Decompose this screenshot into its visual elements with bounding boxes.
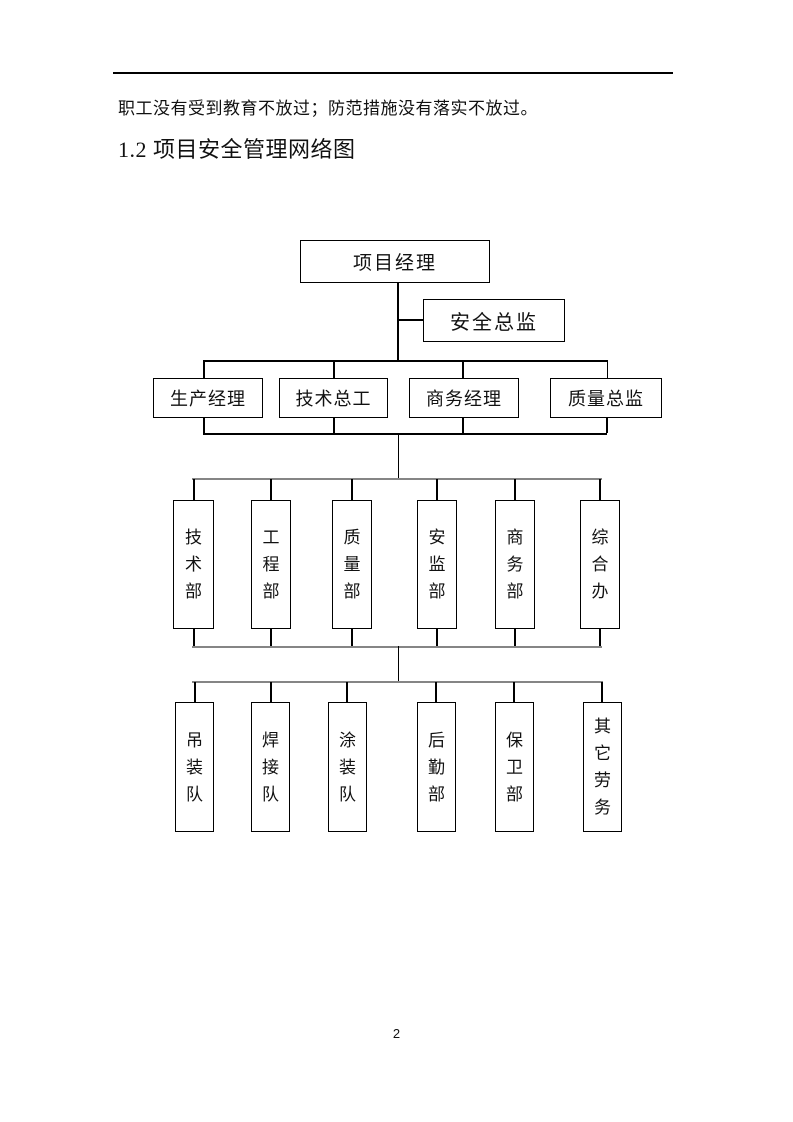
org-box-label: 综合办 xyxy=(591,528,609,601)
connector-line xyxy=(351,629,353,647)
connector-line xyxy=(606,418,608,433)
org-box-label: 涂装队 xyxy=(339,730,356,804)
connector-line xyxy=(514,479,516,500)
connector-line xyxy=(203,360,205,378)
connector-line xyxy=(270,629,272,647)
org-box-quality-dept: 质量部 xyxy=(332,500,372,629)
connector-line xyxy=(436,479,438,500)
connector-line xyxy=(599,479,601,500)
connector-line xyxy=(203,418,205,433)
connector-line xyxy=(436,629,438,647)
connector-line xyxy=(192,646,602,648)
connector-line xyxy=(397,283,399,361)
section-heading: 1.2 项目安全管理网络图 xyxy=(118,137,356,162)
org-box-commerce-dept: 商务部 xyxy=(495,500,535,629)
connector-line xyxy=(333,360,335,378)
connector-line xyxy=(514,629,516,647)
org-box-label: 项目经理 xyxy=(352,253,437,274)
org-box-label: 后勤部 xyxy=(428,730,445,804)
connector-line xyxy=(193,479,195,500)
org-box-label: 安全总监 xyxy=(450,312,538,334)
org-box-label: 商务经理 xyxy=(426,389,502,409)
connector-line xyxy=(398,319,423,321)
org-box-technology-dept: 技术部 xyxy=(173,500,214,629)
org-box-label: 质量部 xyxy=(343,528,361,601)
org-box-project-manager: 项目经理 xyxy=(300,240,490,283)
org-box-label: 商务部 xyxy=(506,528,524,601)
org-box-welding-team: 焊接队 xyxy=(251,702,290,832)
connector-line xyxy=(351,479,353,500)
page-number: 2 xyxy=(392,1026,401,1041)
connector-line xyxy=(193,629,195,647)
org-box-rigging-team: 吊装队 xyxy=(175,702,214,832)
org-box-security-dept: 保卫部 xyxy=(495,702,534,832)
org-box-other-labor: 其它劳务 xyxy=(583,702,622,832)
org-box-label: 技术部 xyxy=(185,528,202,601)
connector-line xyxy=(270,479,272,500)
connector-line xyxy=(397,433,399,479)
org-box-engineering-dept: 工程部 xyxy=(251,500,291,629)
connector-line xyxy=(203,433,607,435)
org-box-commercial-manager: 商务经理 xyxy=(409,378,519,418)
org-box-label: 焊接队 xyxy=(262,730,279,804)
org-box-label: 吊装队 xyxy=(186,730,203,804)
org-box-label: 质量总监 xyxy=(568,389,644,409)
org-box-painting-team: 涂装队 xyxy=(328,702,367,832)
connector-line xyxy=(333,418,335,433)
connector-line xyxy=(194,682,196,702)
org-box-safety-director: 安全总监 xyxy=(423,299,565,342)
org-box-logistics-dept: 后勤部 xyxy=(417,702,456,832)
connector-line xyxy=(462,360,464,378)
connector-line xyxy=(462,418,464,433)
connector-line xyxy=(346,682,348,702)
connector-line xyxy=(397,646,399,682)
body-paragraph: 职工没有受到教育不放过；防范措施没有落实不放过。 xyxy=(118,99,538,118)
org-box-general-office: 综合办 xyxy=(580,500,620,629)
org-box-label: 技术总工 xyxy=(295,389,372,409)
connector-line xyxy=(606,360,608,378)
org-box-production-manager: 生产经理 xyxy=(153,378,263,418)
org-box-safety-supervision-dept: 安监部 xyxy=(417,500,457,629)
connector-line xyxy=(270,682,272,702)
org-box-chief-engineer: 技术总工 xyxy=(279,378,388,418)
org-chart: 项目经理 安全总监 生产经理 技术总工 商务经理 质量总监 xyxy=(153,240,662,832)
connector-line xyxy=(599,629,601,647)
org-box-label: 保卫部 xyxy=(506,730,523,804)
connector-line xyxy=(192,478,602,480)
connector-line xyxy=(203,360,608,362)
org-box-label: 安监部 xyxy=(428,528,446,601)
org-box-quality-director: 质量总监 xyxy=(550,378,662,418)
connector-line xyxy=(601,682,603,702)
header-rule xyxy=(113,72,673,74)
org-box-label: 工程部 xyxy=(262,528,280,601)
connector-line xyxy=(435,682,437,702)
org-box-label: 其它劳务 xyxy=(594,717,611,817)
connector-line xyxy=(513,682,515,702)
org-box-label: 生产经理 xyxy=(170,389,246,409)
connector-line xyxy=(192,681,603,683)
